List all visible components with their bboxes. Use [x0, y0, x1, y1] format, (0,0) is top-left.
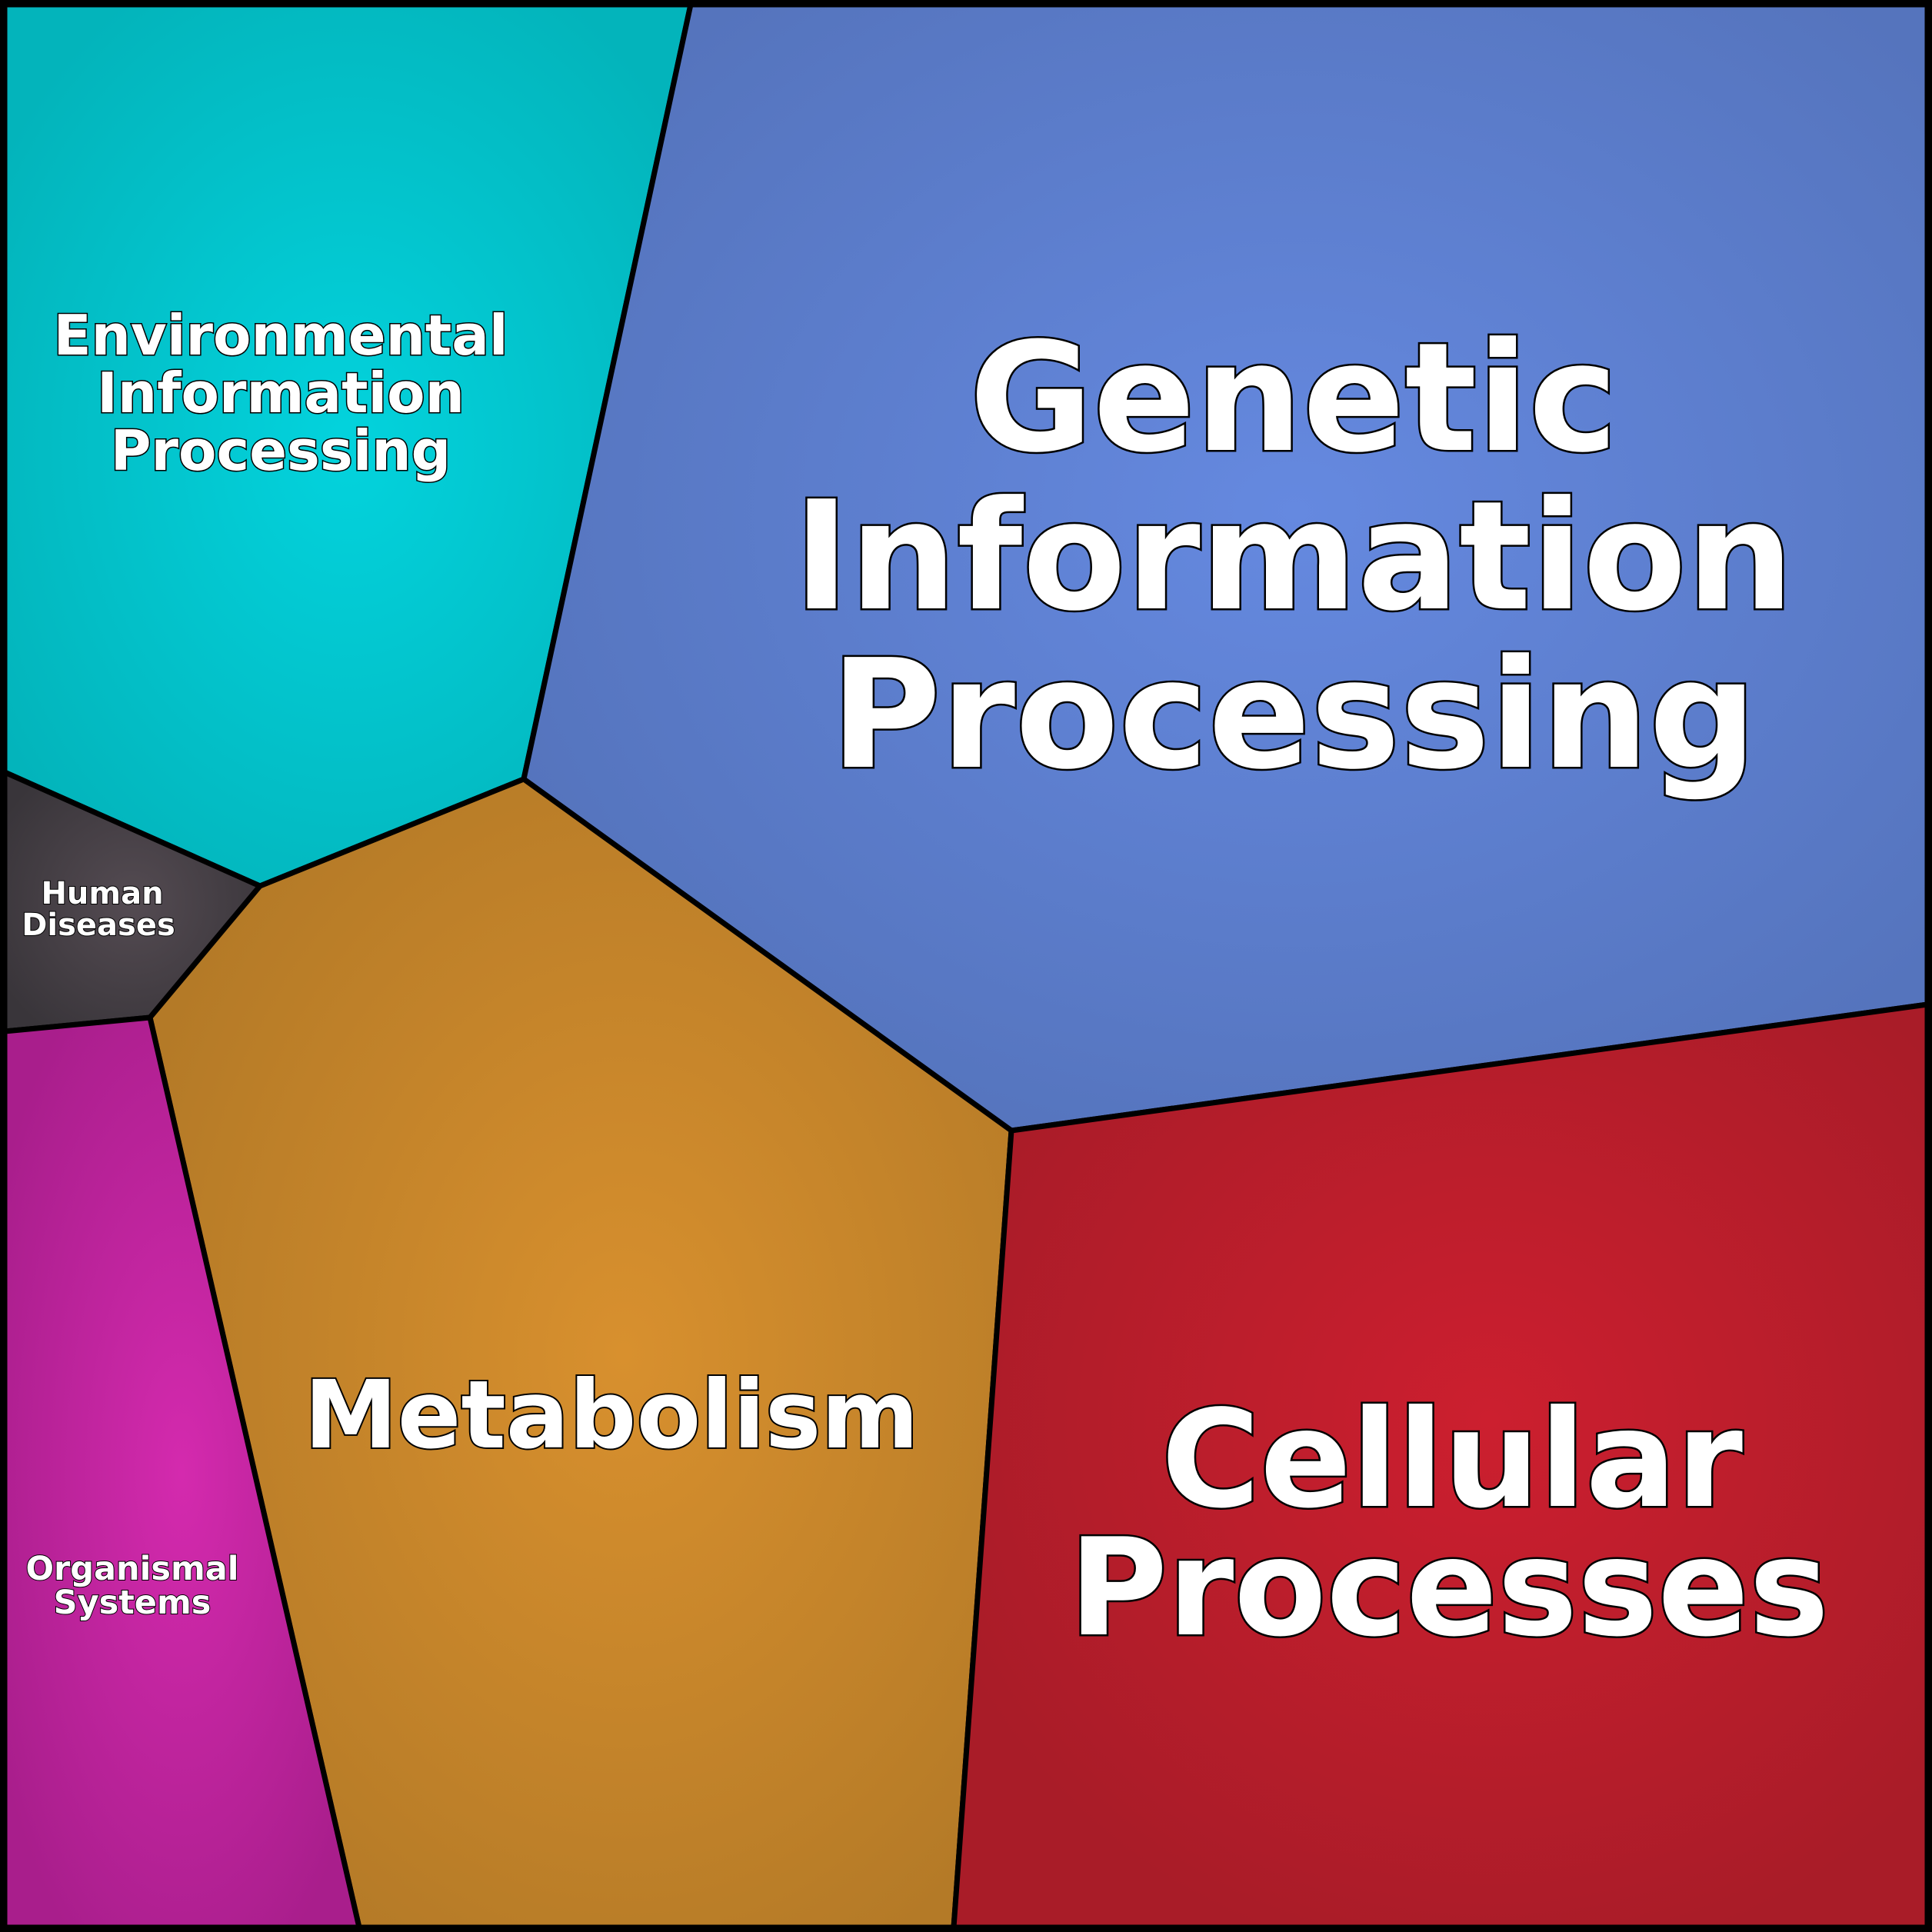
label-line: Processing: [111, 418, 451, 483]
label-line: Information: [97, 361, 465, 425]
label-human-diseases: Human Diseases: [21, 875, 176, 944]
label-organismal-systems: Organismal Systems: [25, 1549, 239, 1623]
label-line: Cellular: [1161, 1382, 1743, 1538]
label-metabolism: Metabolism: [302, 1359, 920, 1471]
label-line: Genetic: [969, 311, 1617, 486]
label-line: Human: [41, 876, 163, 911]
label-line: Organismal: [25, 1550, 238, 1588]
label-line: Metabolism: [304, 1361, 918, 1470]
label-line: Diseases: [22, 908, 175, 943]
label-line: Processes: [1069, 1511, 1829, 1667]
label-line: Environmental: [53, 303, 508, 368]
label-line: Processing: [831, 628, 1757, 803]
label-line: Information: [794, 469, 1794, 645]
label-line: Systems: [54, 1584, 212, 1622]
label-cellular-processes: Cellular Processes: [1067, 1381, 1830, 1669]
label-genetic-information-processing: Genetic Information Processing: [791, 309, 1796, 805]
label-environmental-information-processing: Environmental Information Processing: [52, 302, 509, 485]
